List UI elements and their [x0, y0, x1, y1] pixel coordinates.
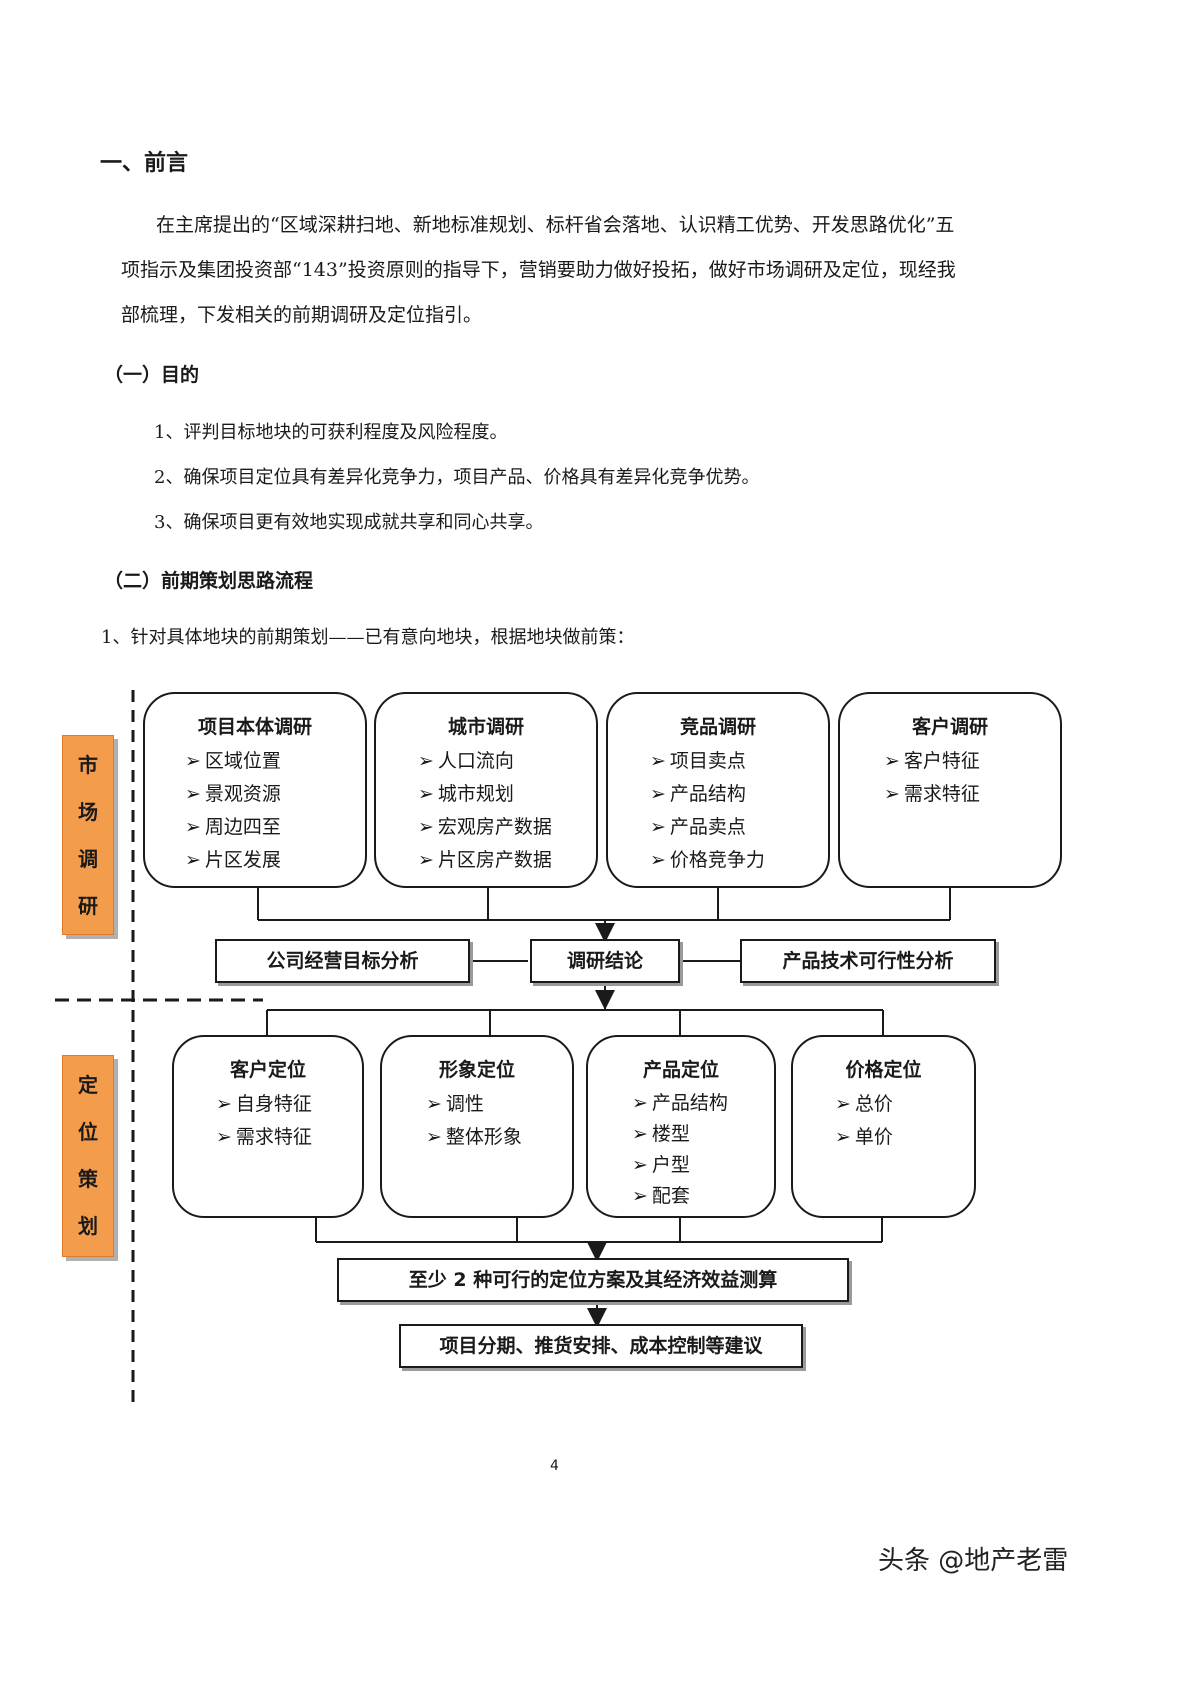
box-title: 客户调研: [911, 716, 988, 738]
list-item: 周边四至: [185, 811, 365, 844]
list-item: 宏观房产数据: [418, 811, 596, 844]
list-item: 项目卖点: [650, 745, 828, 778]
list-item: 价格竞争力: [650, 844, 828, 877]
list-item: 产品卖点: [650, 811, 828, 844]
product-feasibility-analysis: 产品技术可行性分析: [740, 939, 996, 983]
side-char: 定: [78, 1073, 98, 1097]
section-title: 一、前言: [100, 151, 189, 176]
box-title: 产品定位: [642, 1059, 719, 1081]
list-item: 户型: [632, 1150, 774, 1181]
position-box-price: 价格定位 总价 单价: [791, 1035, 976, 1218]
box-title: 城市调研: [447, 716, 524, 738]
page-number: 4: [550, 1458, 559, 1474]
list-item: 人口流向: [418, 745, 596, 778]
list-item: 景观资源: [185, 778, 365, 811]
list-item: 产品结构: [650, 778, 828, 811]
list-item: 片区发展: [185, 844, 365, 877]
intro-line-1: 在主席提出的“区域深耕扫地、新地标准规划、标杆省会落地、认识精工优势、开发思路优…: [156, 214, 955, 236]
side-char: 划: [78, 1214, 98, 1238]
list-item: 总价: [835, 1088, 974, 1121]
company-goal-analysis: 公司经营目标分析: [215, 939, 470, 983]
watermark: 头条 @地产老雷: [878, 1546, 1069, 1576]
list-item: 整体形象: [426, 1121, 572, 1154]
list-item: 片区房产数据: [418, 844, 596, 877]
list-item: 调性: [426, 1088, 572, 1121]
purpose-heading: （一）目的: [104, 364, 200, 386]
position-box-image: 形象定位 调性 整体形象: [380, 1035, 574, 1218]
side-char: 研: [78, 894, 98, 918]
list-item: 楼型: [632, 1119, 774, 1150]
list-item: 需求特征: [884, 778, 1060, 811]
side-char: 位: [78, 1120, 98, 1144]
side-label-positioning: 定 位 策 划: [62, 1055, 114, 1257]
position-box-customer: 客户定位 自身特征 需求特征: [172, 1035, 364, 1218]
side-label-market-research: 市 场 调 研: [62, 735, 114, 935]
research-box-city: 城市调研 人口流向 城市规划 宏观房产数据 片区房产数据: [374, 692, 598, 888]
side-char: 策: [78, 1167, 98, 1191]
position-box-product: 产品定位 产品结构 楼型 户型 配套: [586, 1035, 776, 1218]
process-line: 1、针对具体地块的前期策划——已有意向地块，根据地块做前策：: [101, 627, 635, 648]
research-box-competitor: 竞品调研 项目卖点 产品结构 产品卖点 价格竞争力: [606, 692, 830, 888]
list-item: 配套: [632, 1181, 774, 1212]
box-title: 价格定位: [845, 1059, 922, 1081]
side-char: 市: [78, 753, 98, 777]
research-box-customer: 客户调研 客户特征 需求特征: [838, 692, 1062, 888]
box-title: 形象定位: [438, 1059, 515, 1081]
list-item: 城市规划: [418, 778, 596, 811]
research-box-project: 项目本体调研 区域位置 景观资源 周边四至 片区发展: [143, 692, 367, 888]
intro-line-3: 部梳理，下发相关的前期调研及定位指引。: [121, 304, 483, 326]
purpose-item-1: 1、评判目标地块的可获利程度及风险程度。: [154, 422, 508, 443]
box-title: 客户定位: [229, 1059, 306, 1081]
box-title: 项目本体调研: [197, 716, 312, 738]
purpose-item-3: 3、确保项目更有效地实现成就共享和同心共享。: [154, 512, 544, 533]
research-conclusion: 调研结论: [530, 939, 680, 983]
list-item: 自身特征: [216, 1088, 362, 1121]
process-heading: （二）前期策划思路流程: [104, 570, 314, 592]
list-item: 客户特征: [884, 745, 1060, 778]
purpose-item-2: 2、确保项目定位具有差异化竞争力，项目产品、价格具有差异化竞争优势。: [154, 467, 760, 488]
project-suggestions-result: 项目分期、推货安排、成本控制等建议: [399, 1324, 803, 1368]
list-item: 单价: [835, 1121, 974, 1154]
box-title: 竞品调研: [679, 716, 756, 738]
list-item: 区域位置: [185, 745, 365, 778]
intro-line-2: 项指示及集团投资部“143”投资原则的指导下，营销要助力做好投拓，做好市场调研及…: [121, 259, 956, 281]
list-item: 需求特征: [216, 1121, 362, 1154]
list-item: 产品结构: [632, 1088, 774, 1119]
side-char: 场: [78, 800, 98, 824]
side-char: 调: [78, 847, 98, 871]
positioning-plans-result: 至少 2 种可行的定位方案及其经济效益测算: [337, 1258, 849, 1302]
